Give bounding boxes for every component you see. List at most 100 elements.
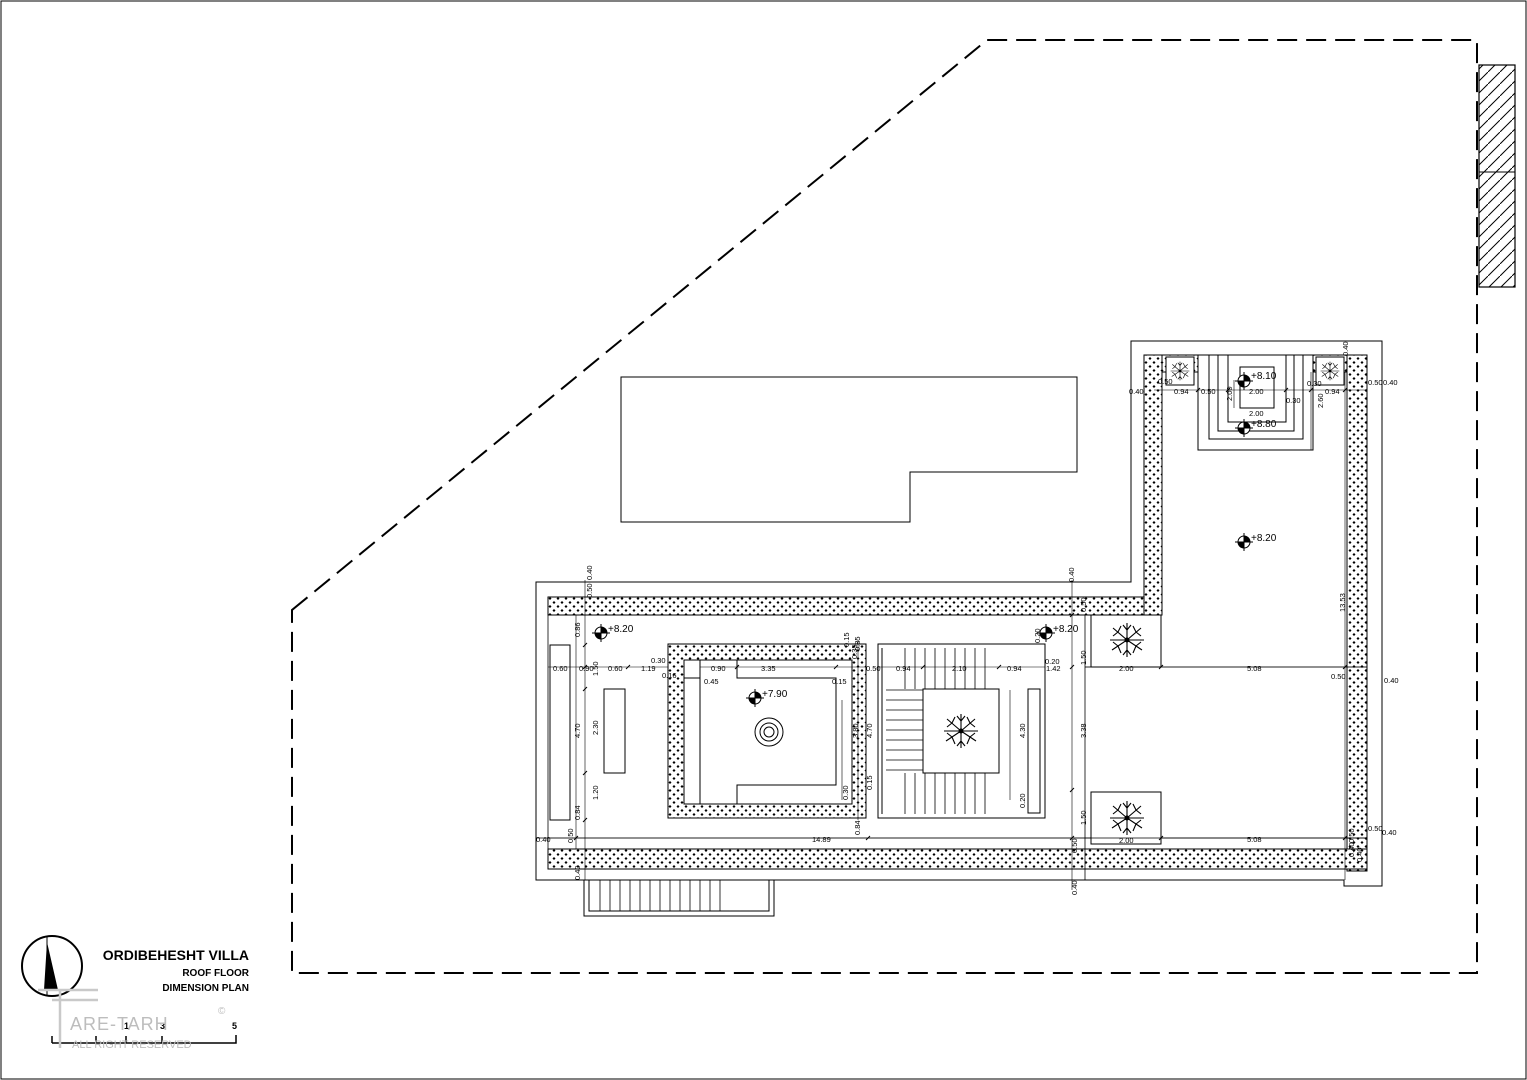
stair-head [1197, 354, 1314, 451]
dim-label: 0.50 [566, 828, 575, 843]
building-outline [535, 340, 1383, 887]
dim-label: 0.15 [865, 775, 874, 790]
title-block: ORDIBEHESHT VILLA ROOF FLOOR DIMENSION P… [21, 935, 250, 1051]
dim-label: 0.40 [1070, 880, 1079, 895]
dim-label: 0.30 [1307, 379, 1322, 388]
dim-label: 3.35 [761, 664, 776, 673]
dim-label: 2.00 [1249, 409, 1264, 418]
scale-label-3: 3 [160, 1021, 165, 1031]
dim-label: 0.30 [841, 785, 850, 800]
dim-label: 2.10 [952, 664, 967, 673]
level-stair-head-top: +8.10 [1251, 371, 1277, 382]
project-title: ORDIBEHESHT VILLA [103, 947, 249, 963]
dim-label: 2.00 [1249, 387, 1264, 396]
copyright-mark: © [218, 1006, 226, 1017]
watermark-brand: ARE-TARH [70, 1014, 169, 1034]
dim-label: 0.40 [1067, 567, 1076, 582]
watermark-logo-icon [38, 988, 98, 1048]
lower-roof-outline [620, 376, 1078, 523]
neighbor-building [1478, 64, 1516, 288]
dim-label: 0.50 [585, 583, 594, 598]
north-arrow-icon [21, 935, 83, 997]
dim-label: 0.90 [579, 664, 594, 673]
dim-label: 3.38 [1079, 723, 1088, 738]
drawing-title-line1: ROOF FLOOR [182, 968, 249, 979]
dim-label: 0.40 [1382, 828, 1397, 837]
dim-label: 0.40 [1355, 847, 1364, 862]
dim-label: 0.20 [1018, 793, 1027, 808]
dim-label: 1.50 [1079, 810, 1088, 825]
dim-label: 0.50 [1070, 838, 1079, 853]
dim-label: 0.50 [866, 664, 881, 673]
level-east-roof: +8.20 [1251, 533, 1277, 544]
dim-label: 0.90 [711, 664, 726, 673]
dim-label: 0.15 [842, 632, 851, 647]
dim-label: 2.00 [1225, 386, 1234, 401]
dim-label: 0.40 [585, 565, 594, 580]
dim-label: 0.94 [896, 664, 911, 673]
courtyard [667, 643, 867, 819]
roof-edge-lines [536, 615, 1367, 880]
dim-label: 0.85 [853, 636, 862, 651]
dim-label: 0.40 [1383, 378, 1398, 387]
dim-label: 2.30 [591, 720, 600, 735]
dim-label: 0.45 [704, 677, 719, 686]
site-boundary [291, 39, 1478, 974]
dimension-ticks [573, 387, 1348, 841]
scale-label-5: 5 [232, 1021, 237, 1031]
dim-label: 0.84 [853, 820, 862, 835]
stair-void-tree-icon [943, 713, 979, 749]
dim-label: 0.50 [1201, 387, 1216, 396]
dim-label: 0.30 [1286, 396, 1301, 405]
dim-label: 0.40 [573, 865, 582, 880]
dim-label: 0.94 [1325, 387, 1340, 396]
dim-label: 0.20 [1033, 628, 1042, 643]
dim-label: 1.50 [591, 661, 600, 676]
dim-label: 0.40 [1347, 842, 1356, 857]
dim-label: 1.19 [641, 664, 656, 673]
dim-label: 0.20 [1045, 657, 1060, 666]
level-labels: +8.20 +8.20 +8.20 +7.90 +8.10 +8.80 [608, 371, 1277, 700]
dim-label: 5.08 [1247, 664, 1262, 673]
dim-label: 13.53 [1338, 593, 1347, 612]
dim-label: 1.42 [1046, 664, 1061, 673]
dim-label: 2.00 [1119, 664, 1134, 673]
dim-label: 0.40 [1384, 676, 1399, 685]
dim-label: 2.60 [1316, 393, 1325, 408]
entry-stair [583, 880, 775, 917]
dim-label: 5.08 [1247, 835, 1262, 844]
watermark-rights: ALL RIGHT RESERVED [72, 1039, 192, 1051]
level-stair-head-bottom: +8.80 [1251, 419, 1277, 430]
level-mid-roof: +8.20 [1053, 624, 1079, 635]
dim-label: 4.70 [865, 723, 874, 738]
dimension-labels: 0.40 0.50 0.86 0.60 0.90 0.60 1.19 1.50 … [536, 341, 1399, 895]
dim-label: 0.35 [850, 644, 859, 659]
dim-label: 0.94 [1174, 387, 1189, 396]
dim-label: 0.60 [608, 664, 623, 673]
dim-label: 0.15 [832, 677, 847, 686]
dim-label: 0.40 [1129, 387, 1144, 396]
west-roof-features [549, 615, 626, 849]
level-courtyard: +7.90 [762, 689, 788, 700]
dim-label: 0.50 [1368, 378, 1383, 387]
level-west-roof: +8.20 [608, 624, 634, 635]
dim-label: 1.20 [591, 785, 600, 800]
scale-bar [51, 1035, 237, 1044]
dim-label: 0.30 [651, 656, 666, 665]
dim-label: 0.50 [1079, 597, 1088, 612]
dim-label: 0.16 [662, 671, 677, 680]
planters [1090, 614, 1162, 845]
dim-label: 0.94 [1007, 664, 1022, 673]
dim-label: 0.50 [1347, 828, 1356, 843]
dim-label: 0.86 [573, 622, 582, 637]
dim-label: 0.84 [573, 805, 582, 820]
dim-label: 0.40 [1341, 341, 1350, 356]
dim-label: 0.60 [553, 664, 568, 673]
dim-label: 0.50 [1331, 672, 1346, 681]
dim-label: 2.00 [1119, 836, 1134, 845]
dim-label: 0.40 [536, 835, 551, 844]
dim-label: 0.50 [1368, 824, 1383, 833]
dim-label: 14.89 [812, 835, 831, 844]
